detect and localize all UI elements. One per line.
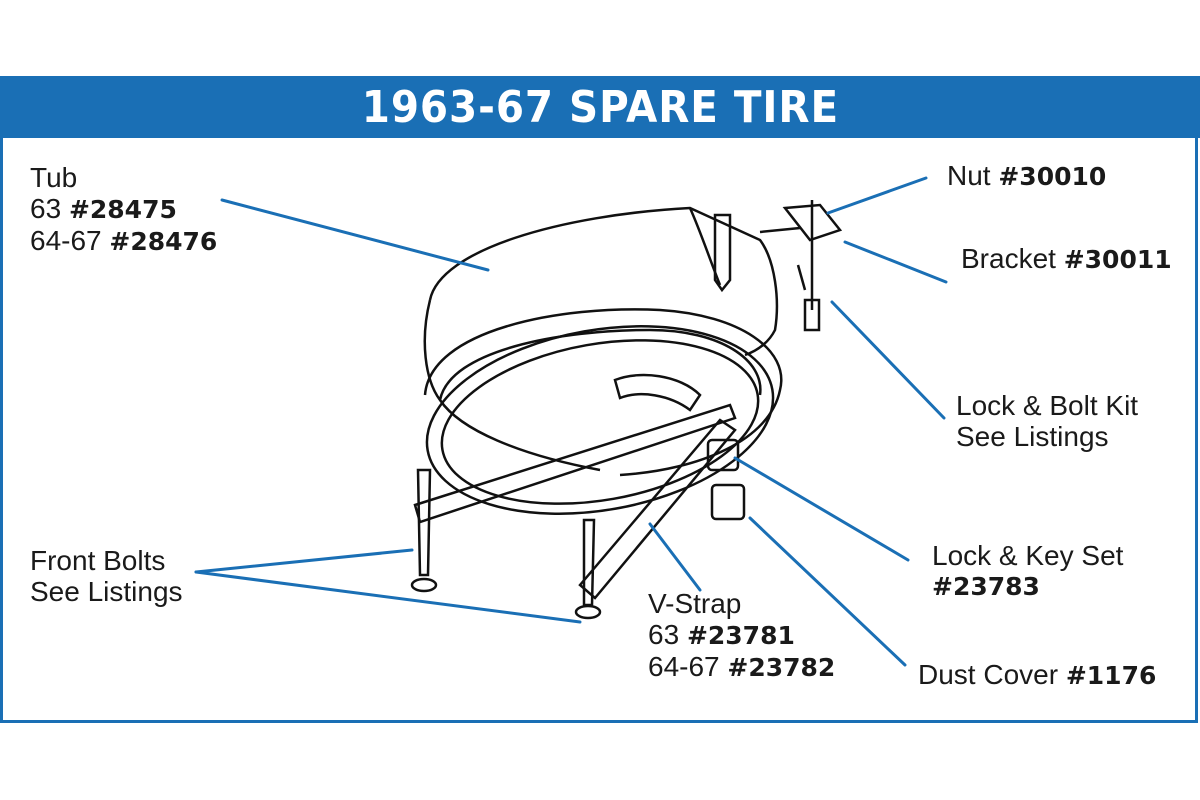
tub-63-part-number: #28475 bbox=[68, 195, 177, 224]
v-strap-6467-part-number: #23782 bbox=[727, 653, 836, 682]
lock-key-set-part-number: #23783 bbox=[932, 572, 1040, 601]
title-bar: 1963-67 SPARE TIRE bbox=[0, 76, 1200, 138]
nut-part-number: #30010 bbox=[998, 162, 1107, 191]
dust-cover-part-number: #1176 bbox=[1065, 661, 1157, 690]
dust-cover-label: Dust Cover #1176 bbox=[918, 659, 1157, 690]
lock-key-set-label: Lock & Key Set #23783 bbox=[932, 540, 1124, 601]
page-title: 1963-67 SPARE TIRE bbox=[361, 81, 839, 133]
v-strap-63-part-number: #23781 bbox=[686, 621, 795, 650]
bracket-label: Bracket #30011 bbox=[961, 243, 1172, 274]
front-bolts-label: Front Bolts See Listings bbox=[30, 545, 183, 607]
lock-bolt-kit-label: Lock & Bolt Kit See Listings bbox=[956, 390, 1139, 452]
nut-label: Nut #30010 bbox=[947, 160, 1107, 191]
bracket-part-number: #30011 bbox=[1063, 245, 1172, 274]
leader-lines bbox=[194, 176, 948, 667]
tub-6467-part-number: #28476 bbox=[109, 227, 218, 256]
tub-label: Tub 63 #28475 64-67 #28476 bbox=[30, 162, 218, 256]
tub-drawing bbox=[423, 206, 783, 515]
v-strap-label: V-Strap 63 #23781 64-67 #23782 bbox=[648, 588, 836, 682]
hardware-drawing bbox=[410, 200, 843, 620]
